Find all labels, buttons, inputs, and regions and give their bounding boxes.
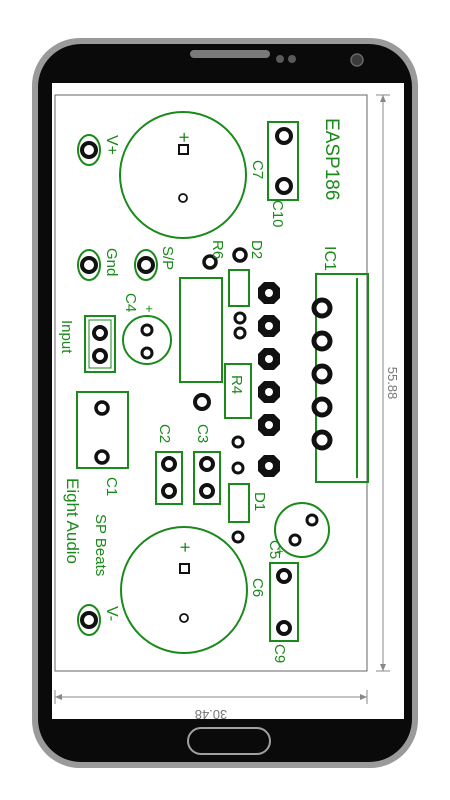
c5-label: C5	[266, 540, 283, 559]
octagon-pad-column	[258, 282, 280, 477]
capacitor-c4: + C4	[122, 293, 172, 365]
input-label: Input	[58, 320, 75, 354]
c7-plus-sign: +	[174, 132, 194, 143]
speaker-grille	[190, 50, 270, 58]
c5-plus-sign: +	[273, 548, 287, 555]
c10-label: C10	[269, 200, 286, 228]
front-camera-icon	[350, 53, 364, 67]
r4-label: R4	[228, 375, 245, 394]
c9-label: C9	[271, 644, 288, 663]
capacitor-c3: C3	[193, 424, 221, 505]
d1-label: D1	[251, 492, 268, 511]
capacitor-c6: + C6	[120, 526, 266, 654]
ic1-label: IC1	[321, 246, 338, 271]
c6-label: C6	[249, 578, 266, 597]
v-minus-label: V-	[103, 606, 120, 621]
sensor-dot	[276, 55, 284, 63]
terminal-v-minus: V-	[77, 604, 120, 636]
sp-label: S/P	[159, 246, 176, 270]
c7-label: C7	[249, 160, 266, 179]
d2-pad-a	[233, 311, 247, 325]
c4-label: C4	[122, 293, 139, 312]
d1-pad-c	[231, 530, 245, 544]
sensor-dot	[288, 55, 296, 63]
diode-d2-body	[228, 269, 250, 307]
input-connector: Input	[58, 315, 116, 373]
d2-pad-b	[233, 326, 247, 340]
dimension-width: 30.48	[54, 690, 368, 722]
capacitor-c10: C10	[267, 121, 299, 228]
d2-label: D2	[248, 240, 265, 259]
c1-label: C1	[103, 477, 120, 496]
dimension-height: 55.88	[376, 94, 400, 672]
c6-plus-sign: +	[175, 542, 195, 553]
capacitor-c7: + C7	[119, 111, 266, 239]
r6-pad-bottom	[193, 393, 211, 411]
d2-pad	[232, 247, 248, 263]
screen	[52, 83, 404, 719]
brand-line-1: Eight Audio	[63, 478, 82, 564]
c3-label: C3	[194, 424, 211, 443]
c2-label: C2	[156, 424, 173, 443]
r6-label: R6	[209, 240, 226, 259]
capacitor-c2: C2	[155, 424, 183, 505]
d1-pad-b	[231, 461, 245, 475]
diode-d1-body	[228, 483, 250, 523]
terminal-sp: S/P	[134, 246, 176, 281]
width-dimension-label: 30.48	[195, 707, 228, 722]
terminal-gnd: Gnd	[77, 248, 120, 281]
height-dimension-label: 55.88	[385, 367, 400, 400]
v-plus-label: V+	[103, 135, 120, 155]
brand-line-2: SP Beats	[92, 514, 109, 576]
terminal-v-plus: V+	[77, 134, 120, 166]
resistor-r6-body	[179, 277, 223, 383]
capacitor-c5: C5 +	[266, 502, 330, 559]
ic1-pads	[311, 297, 333, 451]
capacitor-c1: C1	[76, 391, 129, 496]
capacitor-c9: C9	[269, 562, 299, 663]
d1-pad-a	[231, 435, 245, 449]
board-title: EASP186	[321, 118, 342, 200]
c4-plus-sign: +	[142, 305, 157, 313]
resistor-r4-body	[224, 363, 252, 419]
r6-pad	[202, 254, 218, 270]
home-button[interactable]	[187, 727, 271, 755]
gnd-label: Gnd	[103, 248, 120, 276]
